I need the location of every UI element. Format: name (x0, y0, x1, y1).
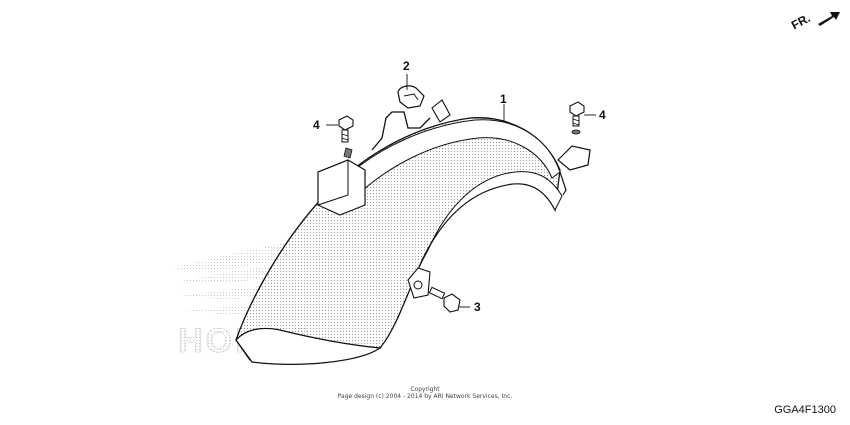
callout-part-1: 1 (500, 92, 507, 106)
bolt-right-part-4 (569, 101, 585, 135)
front-direction-arrow-icon (818, 12, 840, 26)
copyright-line-2: Page design (c) 2004 - 2014 by ARI Netwo… (337, 393, 513, 400)
clip-part-2 (397, 85, 425, 109)
callout-part-2: 2 (403, 59, 410, 73)
leader-lines (326, 74, 596, 308)
callout-part-4-left: 4 (313, 118, 320, 132)
callout-part-3: 3 (474, 300, 481, 314)
rear-fender (235, 117, 563, 365)
diagram-code: GGA4F1300 (774, 404, 836, 416)
wire-bracket (371, 99, 451, 151)
copyright-line-1: Copyright (410, 386, 440, 393)
callout-part-4-right: 4 (599, 108, 606, 122)
bolt-part-3 (428, 286, 461, 313)
right-bracket (557, 145, 591, 196)
bolt-left-part-4 (338, 115, 354, 159)
